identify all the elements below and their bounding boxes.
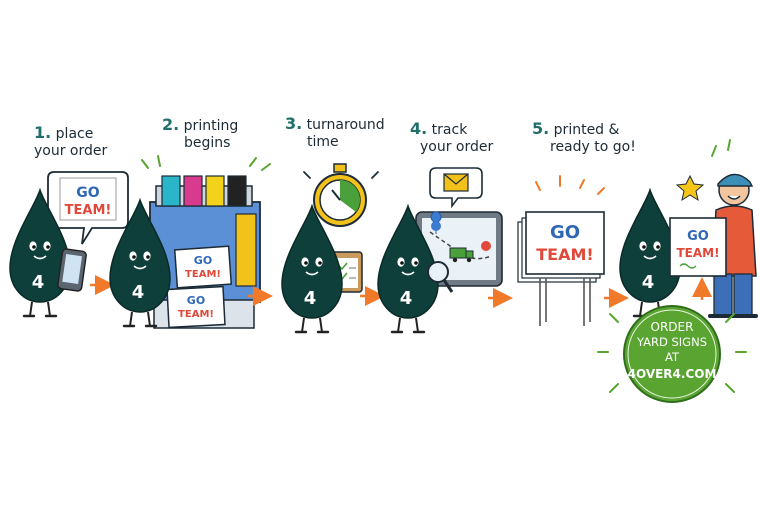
- step-1-label: 1. place your order: [34, 124, 107, 160]
- yard-sign-stack: GO TEAM!: [517, 175, 605, 326]
- mascot-number: 4: [32, 272, 45, 293]
- magnifying-glass-icon: [427, 261, 454, 293]
- mascot-number: 4: [132, 282, 145, 303]
- step-4-label: 4. track your order: [410, 120, 493, 156]
- printed-sign-bottom-line1: GO: [187, 294, 205, 307]
- step-3-line1: turnaround: [306, 117, 385, 133]
- step-5-line1: printed &: [553, 122, 620, 138]
- step-1-line2: your order: [34, 143, 108, 159]
- step-3-number: 3.: [285, 114, 303, 133]
- badge-line1: ORDER: [651, 320, 694, 334]
- mascot-step-2: 4: [108, 198, 172, 328]
- step-1-group: GO TEAM! 4: [8, 171, 129, 318]
- step-2-label: 2. printing begins: [162, 116, 238, 152]
- badge-line2: YARD SIGNS: [636, 335, 707, 349]
- step-2-number: 2.: [162, 115, 180, 134]
- mascot-number: 4: [304, 288, 317, 309]
- step-5-label: 5. printed & ready to go!: [532, 120, 636, 156]
- step-1-line1: place: [55, 126, 94, 142]
- step-2-line2: begins: [184, 135, 231, 151]
- phone-icon: [57, 248, 87, 292]
- badge-line4: 4OVER4.COM: [628, 367, 717, 381]
- printed-sign-top: GO TEAM!: [173, 245, 233, 289]
- customer-sign-line2: TEAM!: [676, 246, 719, 260]
- printed-sign-top-line1: GO: [194, 254, 212, 267]
- mascot-final: 4: [618, 188, 682, 318]
- step-5-line2: ready to go!: [550, 139, 636, 155]
- step-3-line2: time: [307, 134, 339, 150]
- step-3-group: 4: [280, 163, 385, 334]
- bubble-sign-line2: TEAM!: [65, 203, 112, 218]
- step-4-number: 4.: [410, 119, 428, 138]
- step-4-group: 4: [376, 167, 513, 334]
- step-4-line1: track: [431, 122, 468, 138]
- mascot-step-1: 4: [8, 188, 72, 318]
- yard-sign-line1: GO: [550, 222, 580, 243]
- customer-sign: GO TEAM!: [669, 217, 727, 277]
- step-3-label: 3. turnaround time: [285, 115, 385, 151]
- mascot-step-3: 4: [280, 204, 344, 334]
- stopwatch-icon: [303, 163, 379, 227]
- printed-sign-top-line2: TEAM!: [185, 269, 221, 280]
- step-5-group: GO TEAM!: [517, 175, 629, 326]
- order-badge: ORDER YARD SIGNS AT 4OVER4.COM: [597, 305, 747, 403]
- step-1-number: 1.: [34, 123, 52, 142]
- customer-sign-line1: GO: [687, 229, 709, 244]
- step-5-number: 5.: [532, 119, 550, 138]
- printed-sign-bottom: GO TEAM!: [166, 285, 226, 329]
- step-4-line2: your order: [420, 139, 494, 155]
- destination-pin-icon: [481, 241, 491, 251]
- step-2-line1: printing: [183, 118, 239, 134]
- speech-bubble-sign: GO TEAM!: [47, 171, 129, 245]
- mascot-step-4: 4: [376, 204, 440, 334]
- badge-line3: AT: [665, 350, 680, 364]
- star-icon: [675, 174, 705, 202]
- envelope-bubble: [429, 167, 483, 209]
- yard-sign-line2: TEAM!: [536, 245, 593, 264]
- mascot-number: 4: [642, 272, 655, 293]
- truck-icon: [449, 247, 467, 259]
- step-2-group: GO TEAM! GO TEAM! 4: [108, 155, 273, 329]
- bubble-sign-line1: GO: [76, 185, 99, 201]
- mascot-number: 4: [400, 288, 413, 309]
- printed-sign-bottom-line2: TEAM!: [178, 309, 214, 320]
- customer-group: 4 GO TEAM!: [618, 139, 758, 318]
